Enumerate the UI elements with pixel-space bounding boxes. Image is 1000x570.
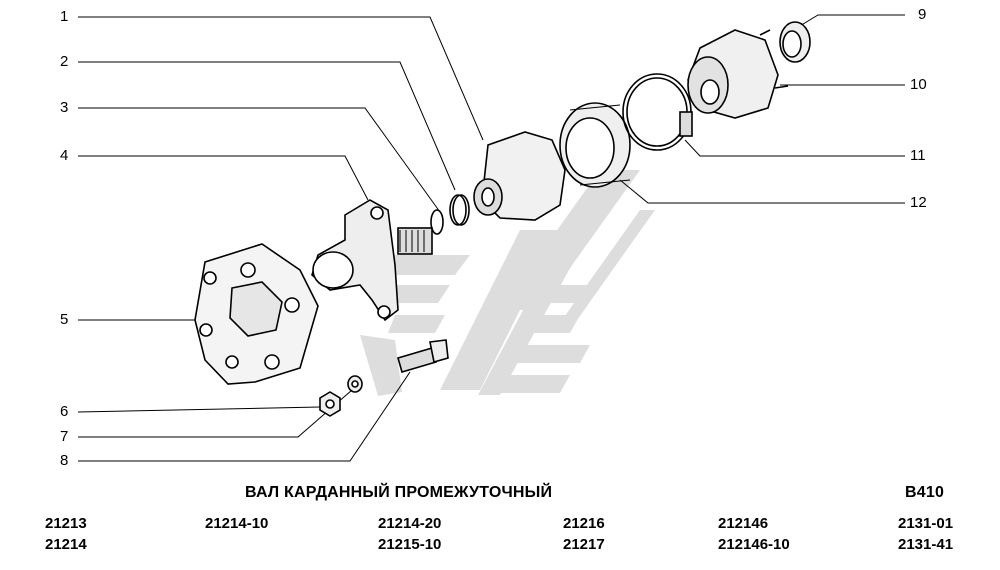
flange-yoke — [311, 199, 433, 322]
model-code: 21214-20 — [378, 515, 442, 532]
support-housing — [687, 29, 789, 119]
callout-12: 12 — [910, 194, 927, 211]
flexible-coupling — [194, 243, 319, 385]
model-code: 212146 — [718, 515, 769, 532]
model-code: 21217 — [563, 536, 605, 553]
callout-1: 1 — [60, 8, 69, 25]
snap-rings — [430, 194, 470, 235]
model-code: 21213 — [45, 515, 87, 532]
model-code: 2131-01 — [898, 515, 954, 532]
callout-10: 10 — [910, 76, 927, 93]
model-code: 21214 — [45, 536, 87, 553]
clamp-band — [622, 73, 693, 151]
callout-6: 6 — [60, 403, 69, 420]
bearing-ring — [559, 102, 631, 188]
page-code: B410 — [905, 484, 945, 501]
page-title: ВАЛ КАРДАННЫЙ ПРОМЕЖУТОЧНЫЙ — [245, 484, 553, 501]
leader-lines — [77, 14, 905, 462]
watermark-logo — [360, 170, 655, 396]
callout-9: 9 — [918, 6, 927, 23]
fasteners — [319, 339, 449, 417]
callout-5: 5 — [60, 311, 69, 328]
boot-housing — [473, 131, 566, 221]
model-code: 21216 — [563, 515, 605, 532]
callout-2: 2 — [60, 53, 69, 70]
callout-11: 11 — [910, 147, 926, 164]
callout-4: 4 — [60, 147, 69, 164]
end-cap — [779, 21, 811, 63]
callout-7: 7 — [60, 428, 69, 445]
model-code: 21214-10 — [205, 515, 269, 532]
callout-8: 8 — [60, 452, 69, 469]
model-code: 212146-10 — [718, 536, 790, 553]
model-code: 21215-10 — [378, 536, 442, 553]
callout-3: 3 — [60, 99, 69, 116]
model-code: 2131-41 — [898, 536, 954, 553]
